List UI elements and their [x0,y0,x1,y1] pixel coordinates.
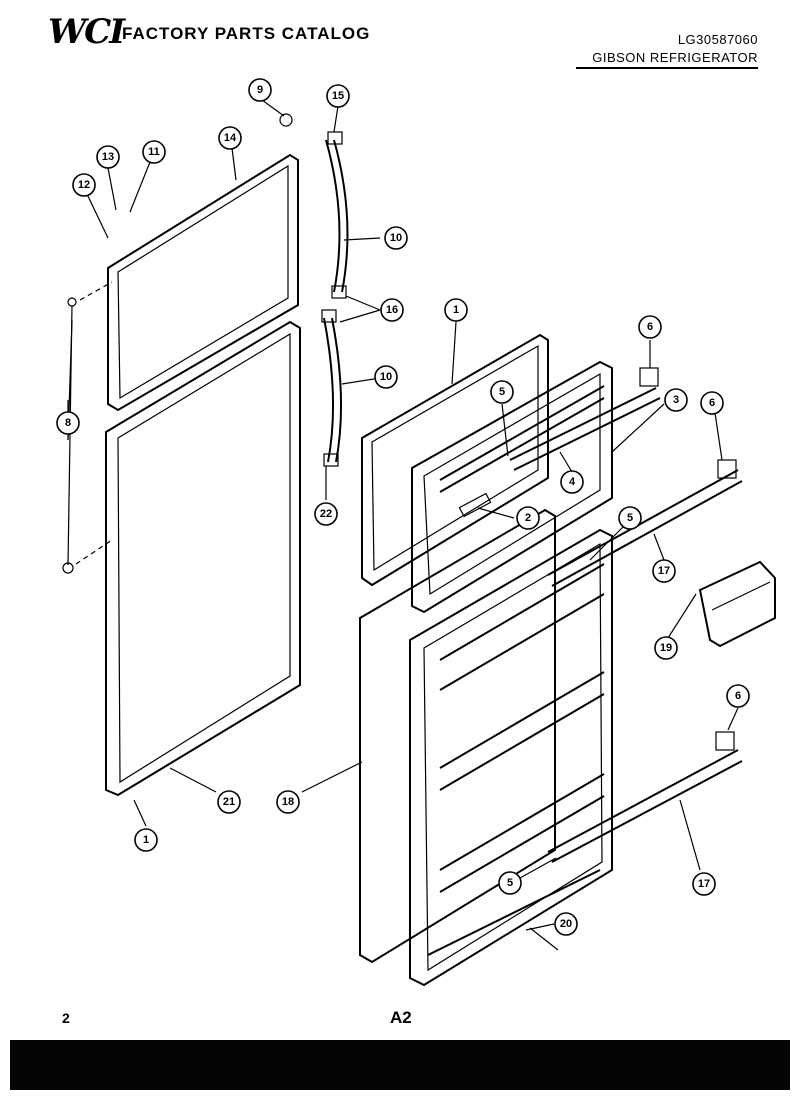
svg-text:1: 1 [143,834,149,846]
svg-text:5: 5 [507,877,513,889]
svg-text:5: 5 [499,386,505,398]
callout-5-mid: 5 [618,506,642,530]
header-rule [576,67,758,69]
freezer-gasket [107,153,299,412]
handle-lower [321,309,342,467]
callout-6-low: 6 [726,684,750,708]
svg-text:17: 17 [658,565,670,577]
callout-1-liner: 1 [444,298,468,322]
svg-text:12: 12 [78,179,90,191]
svg-text:22: 22 [320,508,332,520]
svg-text:20: 20 [560,918,572,930]
svg-text:19: 19 [660,642,672,654]
svg-text:8: 8 [65,417,71,429]
plate-id: A2 [390,1008,412,1027]
callout-10-upper: 10 [384,226,408,250]
callout-2: 2 [516,506,540,530]
svg-text:6: 6 [735,690,741,702]
callout-10-lower: 10 [374,365,398,389]
svg-text:10: 10 [390,232,402,244]
callout-3: 3 [664,388,688,412]
svg-text:2: 2 [525,512,531,524]
callout-9: 9 [248,78,272,102]
svg-text:11: 11 [148,146,160,158]
callout-8: 8 [56,411,80,435]
callout-17-low: 17 [692,872,716,896]
svg-text:14: 14 [224,132,237,144]
svg-text:16: 16 [386,304,398,316]
callout-11: 11 [142,140,166,164]
svg-text:17: 17 [698,878,710,890]
svg-text:21: 21 [223,796,235,808]
svg-text:3: 3 [673,394,679,406]
callout-6-mid: 6 [700,391,724,415]
callout-20: 20 [554,912,578,936]
hinge-pins [62,113,293,574]
wci-logo: WCI [48,12,125,52]
dairy-bin [698,560,776,648]
callout-5-low: 5 [498,871,522,895]
svg-text:6: 6 [709,397,715,409]
callout-18: 18 [276,790,300,814]
callout-16: 16 [380,298,404,322]
fresh-food-door-liner [359,459,743,987]
page-number: 2 [62,1010,70,1026]
callout-22: 22 [314,502,338,526]
svg-text:15: 15 [332,90,344,102]
product-name: GIBSON REFRIGERATOR [592,50,758,65]
svg-text:4: 4 [569,476,576,488]
callout-12: 12 [72,173,96,197]
callout-21: 21 [217,790,241,814]
freezer-door-liner [361,333,661,614]
callout-5-top: 5 [490,380,514,404]
svg-text:6: 6 [647,321,653,333]
svg-text:9: 9 [257,84,263,96]
handle-upper [325,131,349,299]
callout-13: 13 [96,145,120,169]
svg-text:5: 5 [627,512,633,524]
svg-text:10: 10 [380,371,392,383]
callout-15: 15 [326,84,350,108]
svg-text:1: 1 [453,304,459,316]
svg-text:13: 13 [102,151,114,163]
fresh-food-gasket [105,320,301,797]
callout-6-top: 6 [638,315,662,339]
callout-17-top: 17 [652,559,676,583]
svg-text:18: 18 [282,796,294,808]
callout-1-bottom: 1 [134,828,158,852]
model-number: LG30587060 [677,32,758,47]
catalog-title: FACTORY PARTS CATALOG [122,24,371,43]
callout-4: 4 [560,470,584,494]
scan-noise-bar [10,1040,790,1090]
callout-14: 14 [218,126,242,150]
callout-19: 19 [654,636,678,660]
